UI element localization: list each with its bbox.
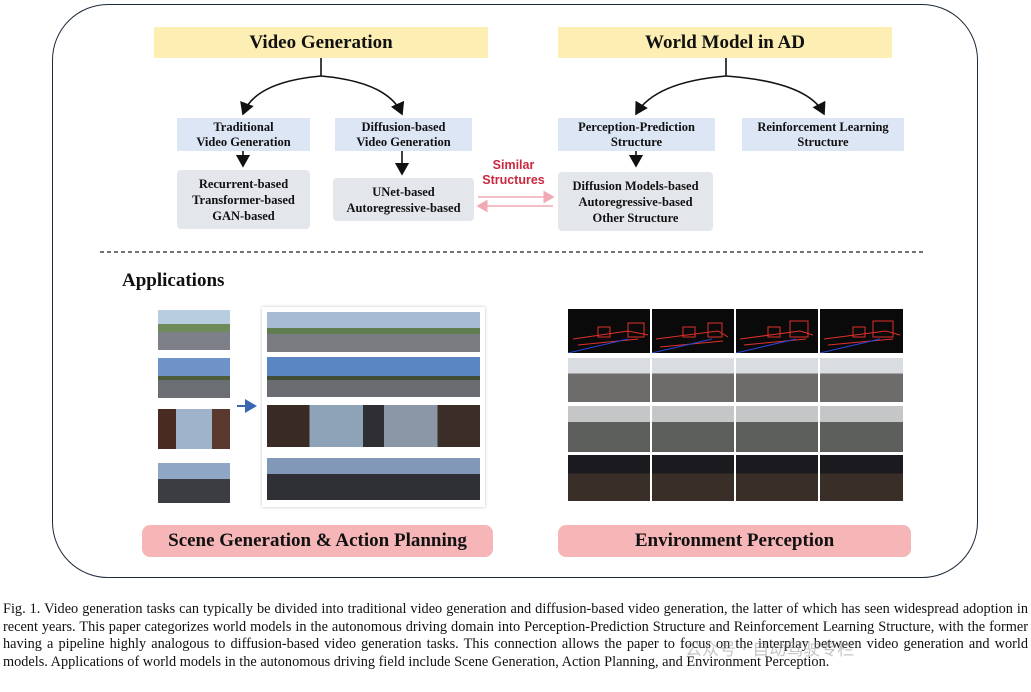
generated-strip-3 bbox=[267, 405, 480, 447]
environment-perception-label: Environment Perception bbox=[558, 525, 911, 557]
scene-generation-label: Scene Generation & Action Planning bbox=[142, 525, 493, 557]
perception-3d-boxes bbox=[568, 309, 901, 353]
branch-arrows-world-model bbox=[635, 58, 826, 116]
diagram-frame bbox=[52, 4, 978, 578]
perception-grid bbox=[568, 309, 903, 501]
generated-strip-2 bbox=[267, 357, 480, 397]
perception-grid-dividers bbox=[650, 358, 820, 501]
world-model-title: World Model in AD bbox=[558, 27, 892, 58]
applications-heading: Applications bbox=[122, 270, 225, 291]
similar-structures-label: Similar Structures bbox=[482, 158, 545, 187]
diffusion-methods-box: UNet-based Autoregressive-based bbox=[333, 178, 474, 221]
source-frame-3 bbox=[158, 409, 230, 449]
diffusion-video-generation-box: Diffusion-based Video Generation bbox=[335, 118, 472, 151]
generated-strip-4 bbox=[267, 458, 480, 500]
branch-arrows-video-generation bbox=[240, 58, 405, 116]
similar-structures-double-arrow bbox=[476, 190, 555, 213]
perception-prediction-box: Perception-Prediction Structure bbox=[558, 118, 715, 151]
generated-strip-1 bbox=[267, 312, 480, 352]
watermark-text: 公众号 · 自动驾驶专栏 bbox=[685, 640, 855, 660]
traditional-video-generation-box: Traditional Video Generation bbox=[177, 118, 310, 151]
figure-caption: Fig. 1. Video generation tasks can typic… bbox=[3, 601, 1028, 670]
source-frame-1 bbox=[158, 310, 230, 350]
source-frame-2 bbox=[158, 358, 230, 398]
source-frames bbox=[157, 310, 233, 506]
traditional-methods-box: Recurrent-based Transformer-based GAN-ba… bbox=[177, 170, 310, 229]
video-generation-title: Video Generation bbox=[154, 27, 488, 58]
source-frame-4 bbox=[158, 463, 230, 503]
perception-row-boxes bbox=[568, 309, 903, 353]
generated-sequences bbox=[262, 307, 485, 507]
perception-methods-box: Diffusion Models-based Autoregressive-ba… bbox=[558, 172, 713, 231]
reinforcement-learning-box: Reinforcement Learning Structure bbox=[742, 118, 904, 151]
